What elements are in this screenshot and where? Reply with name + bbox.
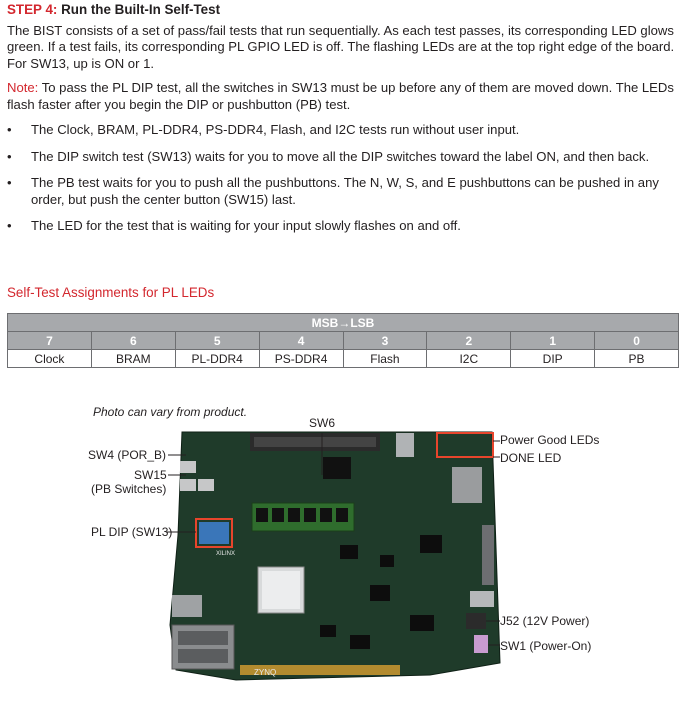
sd-slot <box>452 467 482 503</box>
table-cell-bit: 7 <box>7 331 92 350</box>
table-cell-test: PL-DDR4 <box>174 349 260 368</box>
table-header-msb-lsb: MSB→LSB <box>7 313 679 332</box>
step-label: STEP 4: <box>7 2 58 17</box>
label-pl-dip: PL DIP (SW13) <box>91 525 173 539</box>
table-cell-test: PB <box>594 349 679 368</box>
bullet-item: • The DIP switch test (SW13) waits for yo… <box>7 149 679 166</box>
note-text: To pass the PL DIP test, all the switche… <box>7 80 674 112</box>
table-cell-test: DIP <box>510 349 596 368</box>
table-cell-bit: 1 <box>510 331 596 350</box>
table-cell-test: Clock <box>7 349 92 368</box>
label-sw1: SW1 (Power-On) <box>500 639 592 653</box>
label-pb-switches: (PB Switches) <box>91 482 167 496</box>
table-cell-bit: 5 <box>174 331 260 350</box>
table-row-bits: 7 6 5 4 3 2 1 0 <box>7 331 679 350</box>
board-xilinx-text: XILINX <box>216 551 235 557</box>
bullet-item: • The LED for the test that is waiting fo… <box>7 218 679 235</box>
step-title: Run the Built-In Self-Test <box>61 2 221 17</box>
table-cell-test: Flash <box>342 349 428 368</box>
table-cell-test: BRAM <box>90 349 176 368</box>
label-done-led: DONE LED <box>500 451 562 465</box>
table-cell-bit: 2 <box>426 331 512 350</box>
board-zynq-text: ZYNQ <box>254 668 276 677</box>
table-row-tests: Clock BRAM PL-DDR4 PS-DDR4 Flash I2C DIP… <box>7 349 679 368</box>
sw1-switch <box>474 635 488 653</box>
note-paragraph: Note: To pass the PL DIP test, all the s… <box>7 80 679 113</box>
label-power-good: Power Good LEDs <box>500 433 600 447</box>
table-cell-test: PS-DDR4 <box>258 349 344 368</box>
board-photo: ZYNQ XILINX <box>166 431 501 681</box>
power-good-highlight <box>436 432 494 458</box>
led-assignment-table: MSB→LSB 7 6 5 4 3 2 1 0 Clock BRAM PL-DD… <box>7 313 679 368</box>
bullet-item: • The Clock, BRAM, PL-DDR4, PS-DDR4, Flas… <box>7 122 679 139</box>
label-sw6: SW6 <box>309 416 336 430</box>
table-cell-bit: 3 <box>342 331 428 350</box>
rj45-jack <box>396 433 414 457</box>
dip-highlight <box>195 518 233 548</box>
note-label: Note: <box>7 80 39 95</box>
label-sw15: SW15 <box>134 468 167 482</box>
bullet-text: The LED for the test that is waiting for… <box>31 218 461 233</box>
sw6-switch <box>323 457 351 479</box>
bullet-item: • The PB test waits for you to push all t… <box>7 175 679 208</box>
j52-jack <box>466 613 486 629</box>
intro-paragraph: The BIST consists of a set of pass/fail … <box>7 22 675 71</box>
label-sw4: SW4 (POR_B) <box>88 448 167 462</box>
top-connector-pins <box>254 437 376 447</box>
step-heading: STEP 4: Run the Built-In Self-Test <box>7 2 679 19</box>
table-cell-bit: 0 <box>594 331 679 350</box>
board-figure: ZYNQ XILINX Photo can vary from product.… <box>0 395 684 708</box>
bullet-text: The PB test waits for you to push all th… <box>31 175 659 207</box>
table-cell-bit: 4 <box>258 331 344 350</box>
bullet-glyph: • <box>7 218 12 233</box>
bullet-text: The Clock, BRAM, PL-DDR4, PS-DDR4, Flash… <box>31 122 520 137</box>
document-body: STEP 4: Run the Built-In Self-Test The B… <box>7 2 679 245</box>
table-cell-bit: 6 <box>90 331 176 350</box>
label-j52: J52 (12V Power) <box>500 614 590 628</box>
bullet-glyph: • <box>7 122 12 137</box>
bullet-glyph: • <box>7 148 12 164</box>
bullet-glyph: • <box>7 175 12 190</box>
table-cell-test: I2C <box>426 349 512 368</box>
bullet-list: • The Clock, BRAM, PL-DDR4, PS-DDR4, Flas… <box>7 122 679 235</box>
photo-note: Photo can vary from product. <box>93 405 248 419</box>
bullet-text: The DIP switch test (SW13) waits for you… <box>31 148 650 164</box>
section-title: Self-Test Assignments for PL LEDs <box>7 285 215 300</box>
dip-switch <box>199 522 229 544</box>
